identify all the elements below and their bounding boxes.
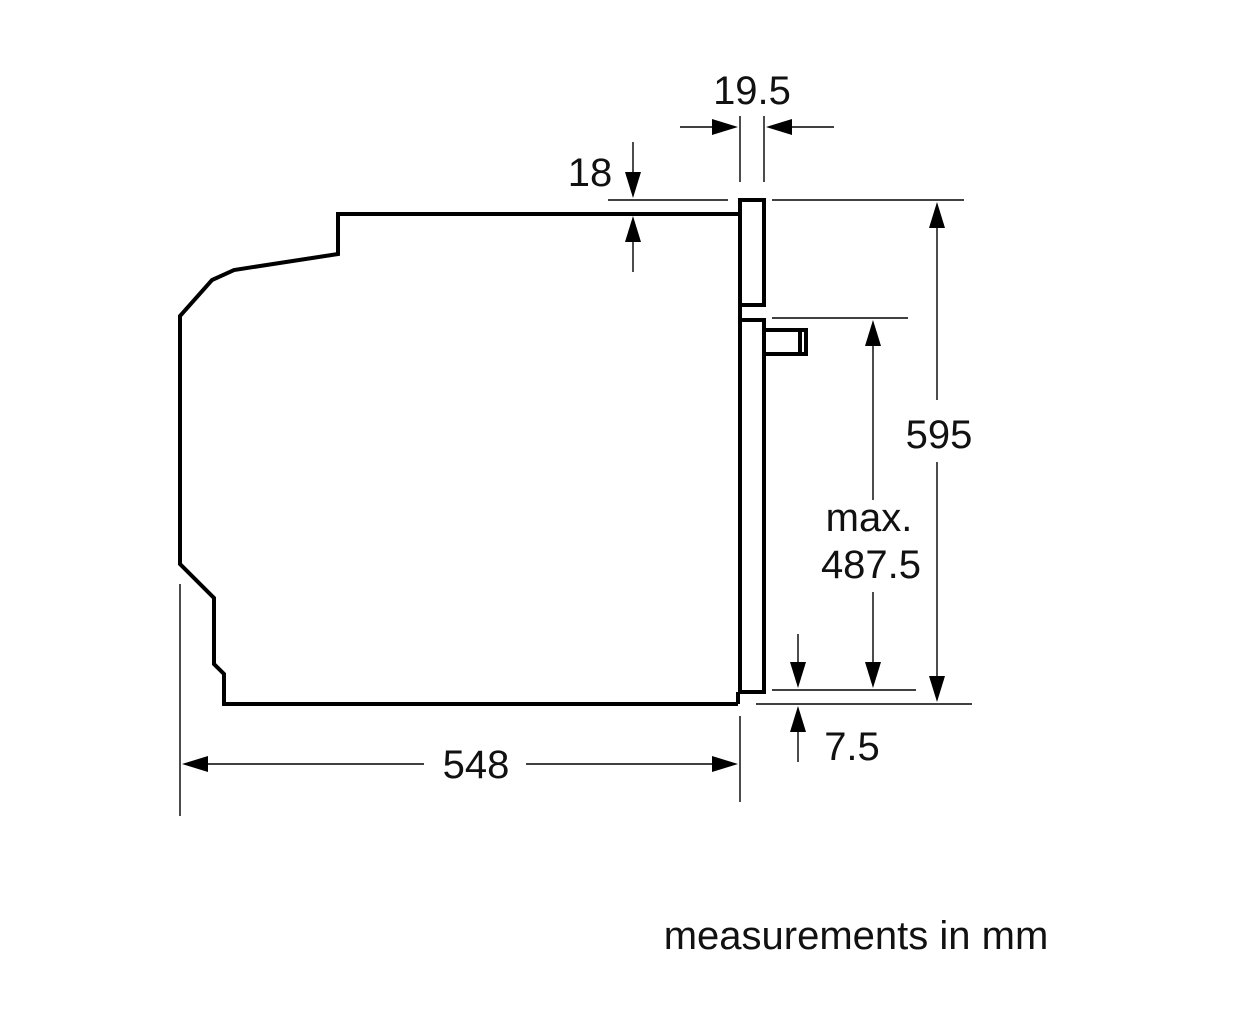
label-top-gap: 18: [568, 151, 613, 195]
label-depth: 548: [443, 743, 510, 787]
door-handle: [764, 328, 808, 356]
dimension-bottom-gap: 7.5: [790, 634, 880, 769]
dimension-max-height: max. 487.5: [821, 320, 921, 688]
label-total-height: 595: [906, 413, 973, 457]
dimension-depth: 548: [182, 743, 738, 787]
label-max-height: 487.5: [821, 543, 921, 587]
extension-lines: [179, 116, 972, 816]
label-door-thickness: 19.5: [713, 69, 791, 113]
dimension-total-height: 595: [906, 202, 973, 702]
dimension-door-thickness: 19.5: [680, 69, 834, 135]
label-max-prefix: max.: [826, 496, 913, 540]
oven-front-panel: [736, 198, 766, 704]
oven-body-outline: [178, 212, 738, 706]
label-bottom-gap: 7.5: [824, 725, 880, 769]
dimension-top-gap: 18: [568, 142, 641, 272]
units-note: measurements in mm: [664, 914, 1049, 958]
